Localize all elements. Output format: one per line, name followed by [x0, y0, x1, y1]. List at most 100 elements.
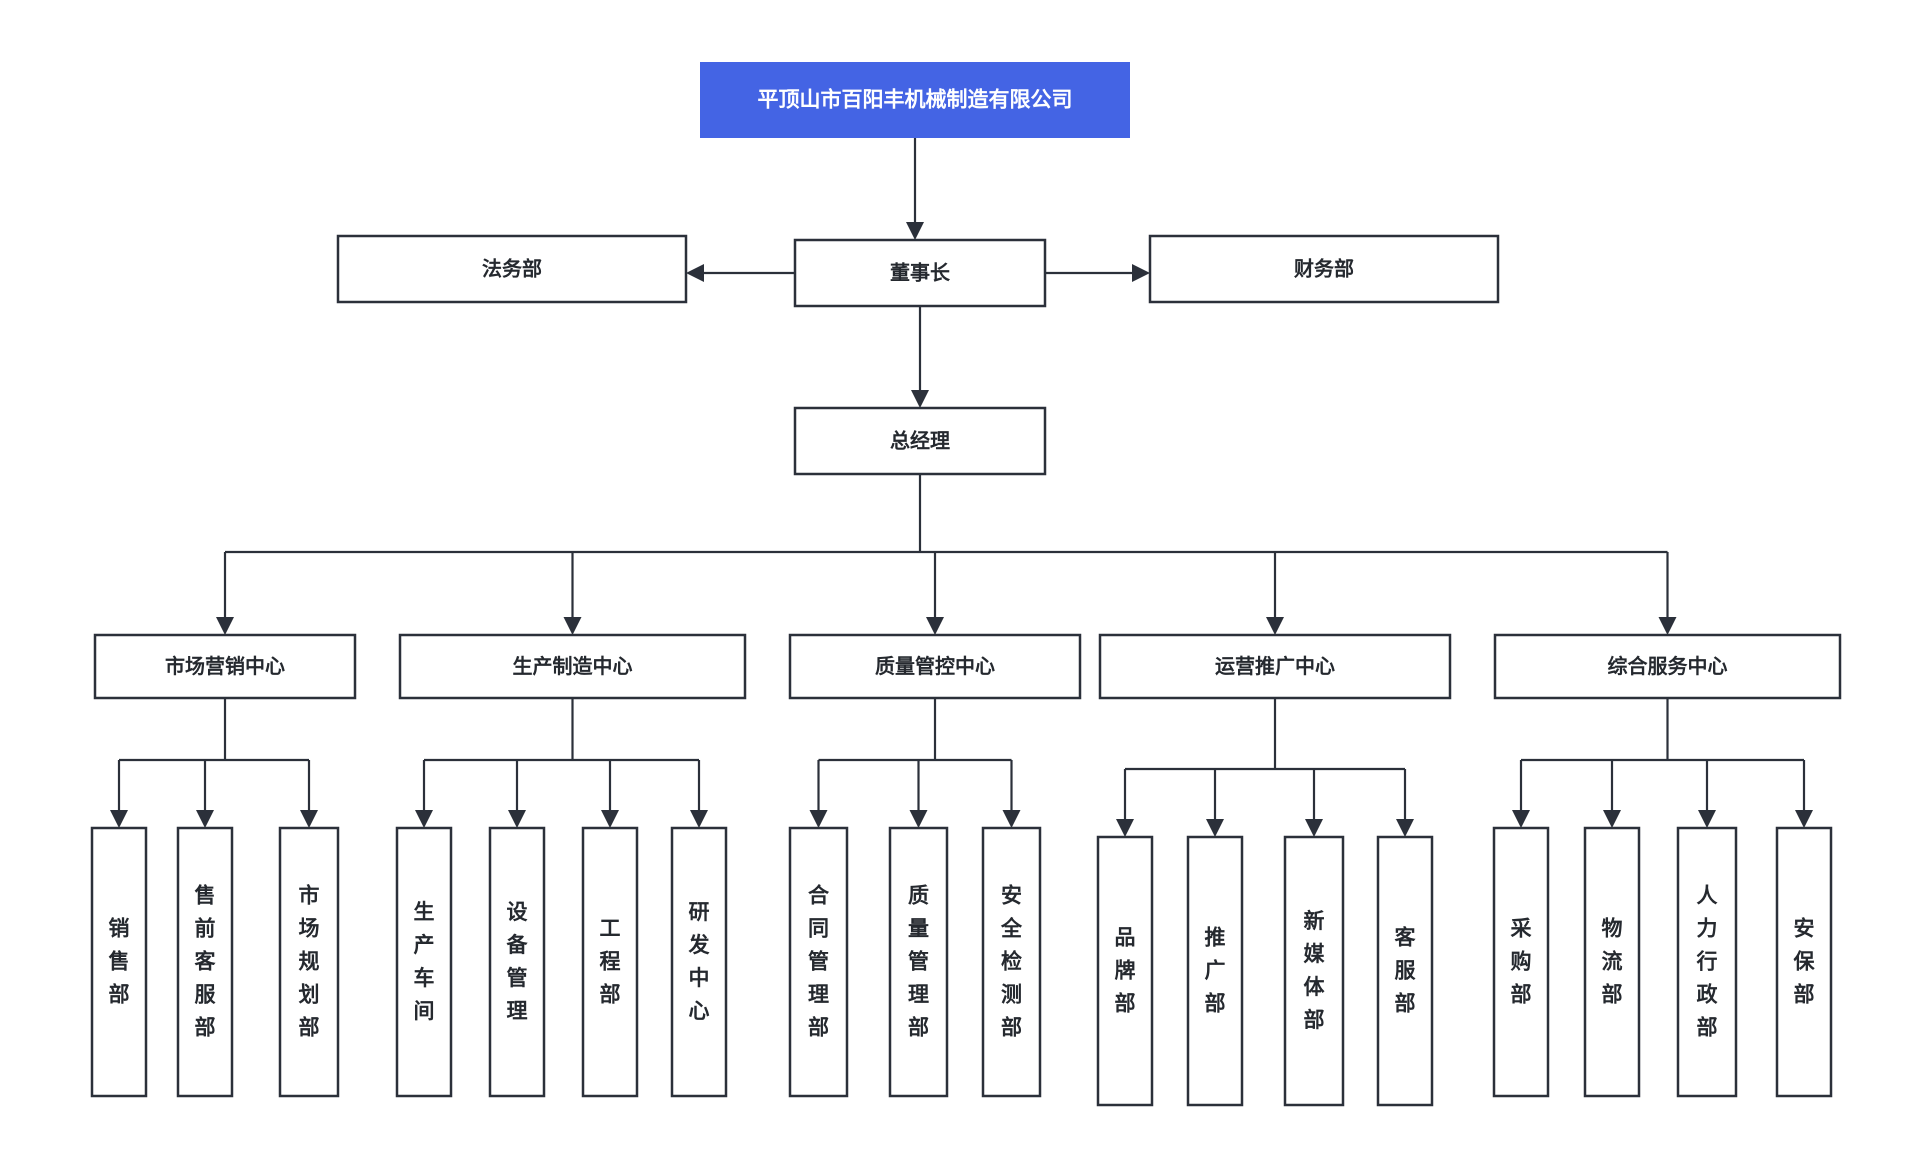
svg-text:力: 力: [1697, 918, 1718, 941]
svg-text:理: 理: [808, 984, 829, 1007]
node-center-2[interactable]: 生产制造中心: [398, 633, 747, 700]
node-dept-5-2[interactable]: 物流部: [1583, 826, 1641, 1098]
node-legal-dept[interactable]: 法务部: [336, 234, 688, 304]
svg-text:服: 服: [195, 984, 217, 1007]
node-dept-5-1[interactable]: 采购部: [1492, 826, 1550, 1098]
svg-text:牌: 牌: [1115, 959, 1136, 983]
arrow-bus-to-dept-4-4: [1396, 819, 1414, 837]
node-dept-4-1[interactable]: 品牌部: [1096, 835, 1154, 1107]
svg-text:部: 部: [1794, 983, 1815, 1007]
center-label-3: 质量管控中心: [875, 654, 995, 678]
node-dept-5-4[interactable]: 安保部: [1775, 826, 1833, 1098]
svg-text:品: 品: [1115, 927, 1136, 950]
svg-text:采: 采: [1511, 918, 1532, 941]
svg-text:人: 人: [1697, 885, 1718, 908]
svg-text:前: 前: [195, 917, 216, 941]
node-dept-1-1[interactable]: 销售部: [90, 826, 148, 1098]
svg-text:体: 体: [1304, 976, 1326, 999]
svg-text:安: 安: [1001, 884, 1022, 908]
svg-text:研: 研: [689, 901, 710, 924]
svg-text:同: 同: [808, 918, 829, 941]
svg-text:媒: 媒: [1304, 942, 1326, 966]
svg-text:检: 检: [1001, 950, 1022, 974]
svg-text:市: 市: [299, 884, 320, 908]
svg-text:程: 程: [600, 951, 621, 974]
arrow-bus-to-dept-5-3: [1698, 810, 1716, 828]
svg-text:售: 售: [109, 950, 130, 974]
node-layer: 平顶山市百阳丰机械制造有限公司董事长法务部财务部总经理市场营销中心生产制造中心质…: [90, 62, 1842, 1107]
arrow-bus-to-dept-5-4: [1795, 810, 1813, 828]
svg-text:部: 部: [600, 983, 621, 1007]
dept-label-5-4: 安保部: [1793, 917, 1816, 1007]
svg-text:测: 测: [1001, 984, 1022, 1007]
svg-text:部: 部: [299, 1016, 320, 1040]
node-finance-dept[interactable]: 财务部: [1148, 234, 1500, 304]
node-company-root[interactable]: 平顶山市百阳丰机械制造有限公司: [700, 62, 1130, 138]
node-dept-4-4[interactable]: 客服部: [1376, 835, 1434, 1107]
node-general-manager[interactable]: 总经理: [793, 406, 1047, 476]
arrow-bus-to-dept-1-3: [300, 810, 318, 828]
svg-text:产: 产: [414, 933, 435, 957]
svg-text:规: 规: [299, 951, 320, 974]
node-center-1[interactable]: 市场营销中心: [93, 633, 357, 700]
node-dept-4-2[interactable]: 推广部: [1186, 835, 1244, 1107]
svg-text:流: 流: [1602, 950, 1623, 974]
svg-text:中: 中: [689, 967, 710, 990]
node-chairman[interactable]: 董事长: [793, 238, 1047, 308]
svg-text:客: 客: [195, 950, 217, 974]
dept-label-4-2: 推广部: [1205, 927, 1226, 1016]
center-label-4: 运营推广中心: [1215, 654, 1335, 678]
svg-text:部: 部: [1395, 992, 1416, 1016]
center-label-5: 综合服务中心: [1608, 654, 1728, 678]
arrow-bus-to-dept-2-3: [601, 810, 619, 828]
arrow-bus-to-center-2: [563, 617, 582, 635]
arrow-bus-to-dept-3-3: [1002, 810, 1021, 828]
center-label-1: 市场营销中心: [165, 654, 285, 678]
svg-text:部: 部: [195, 1016, 216, 1040]
company-name-label: 平顶山市百阳丰机械制造有限公司: [758, 88, 1073, 112]
arrow-bus-to-dept-4-3: [1305, 819, 1323, 837]
svg-text:部: 部: [1115, 992, 1136, 1016]
dept-label-5-1: 采购部: [1511, 918, 1532, 1007]
arrow-bus-to-dept-5-1: [1512, 810, 1530, 828]
svg-text:保: 保: [1793, 951, 1816, 974]
dept-label-5-2: 物流部: [1602, 917, 1623, 1007]
node-center-5[interactable]: 综合服务中心: [1493, 633, 1842, 700]
arrow-bus-to-dept-2-1: [415, 810, 433, 828]
svg-text:划: 划: [299, 984, 320, 1007]
arrow-root-to-chairman: [906, 222, 924, 240]
svg-text:质: 质: [908, 885, 929, 908]
svg-text:部: 部: [1697, 1016, 1718, 1040]
svg-text:设: 设: [507, 901, 528, 924]
svg-text:工: 工: [600, 918, 621, 941]
svg-text:场: 场: [299, 918, 320, 941]
node-center-3[interactable]: 质量管控中心: [788, 633, 1082, 700]
dept-label-1-1: 销售部: [109, 917, 130, 1007]
arrow-bus-to-dept-2-2: [508, 810, 526, 828]
arrow-chairman-to-legal: [686, 264, 704, 282]
svg-text:心: 心: [689, 1000, 710, 1023]
arrow-chairman-to-finance: [1132, 264, 1150, 282]
svg-text:合: 合: [808, 884, 830, 908]
node-center-4[interactable]: 运营推广中心: [1098, 633, 1452, 700]
svg-text:备: 备: [506, 933, 529, 957]
svg-text:物: 物: [1602, 917, 1623, 941]
node-dept-2-3[interactable]: 工程部: [581, 826, 639, 1098]
arrow-bus-to-center-3: [926, 617, 944, 635]
